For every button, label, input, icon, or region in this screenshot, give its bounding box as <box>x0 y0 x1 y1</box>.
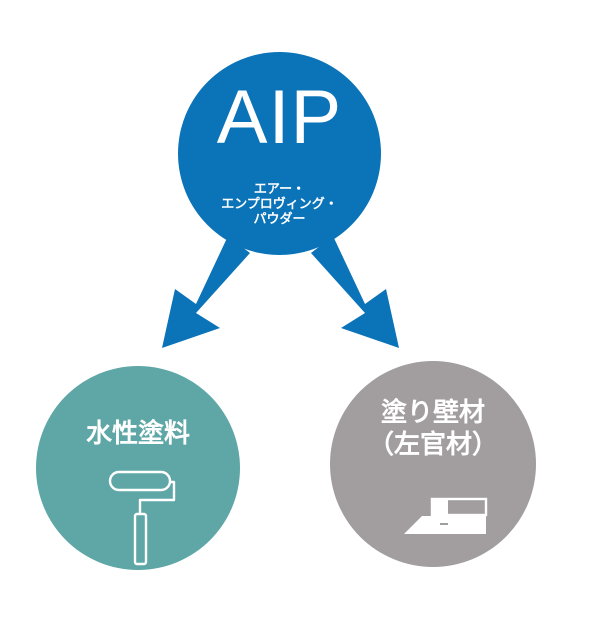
plaster-circle: 塗り壁材 （左官材） <box>330 361 536 567</box>
aip-subtitle: エアー・ エンプロヴィング・ パウダー <box>178 182 381 227</box>
aip-subtitle-line: パウダー <box>253 212 306 227</box>
arrow-to-plaster <box>311 236 399 348</box>
aip-circle: AIP エアー・ エンプロヴィング・ パウダー <box>178 52 381 255</box>
water-paint-label: 水性塗料 <box>85 419 190 449</box>
water-paint-circle: 水性塗料 <box>36 366 240 570</box>
aip-title: AIP <box>216 75 343 160</box>
arrow-to-water-paint <box>162 236 250 348</box>
aip-subtitle-line: エンプロヴィング・ <box>221 197 338 212</box>
plaster-label-line: （左官材） <box>367 430 498 460</box>
plaster-label: 塗り壁材 （左官材） <box>330 397 536 461</box>
trowel-icon <box>404 497 488 534</box>
paint-roller-icon <box>108 470 176 566</box>
aip-subtitle-line: エアー・ <box>253 182 306 197</box>
plaster-label-line: 塗り壁材 <box>380 398 485 428</box>
